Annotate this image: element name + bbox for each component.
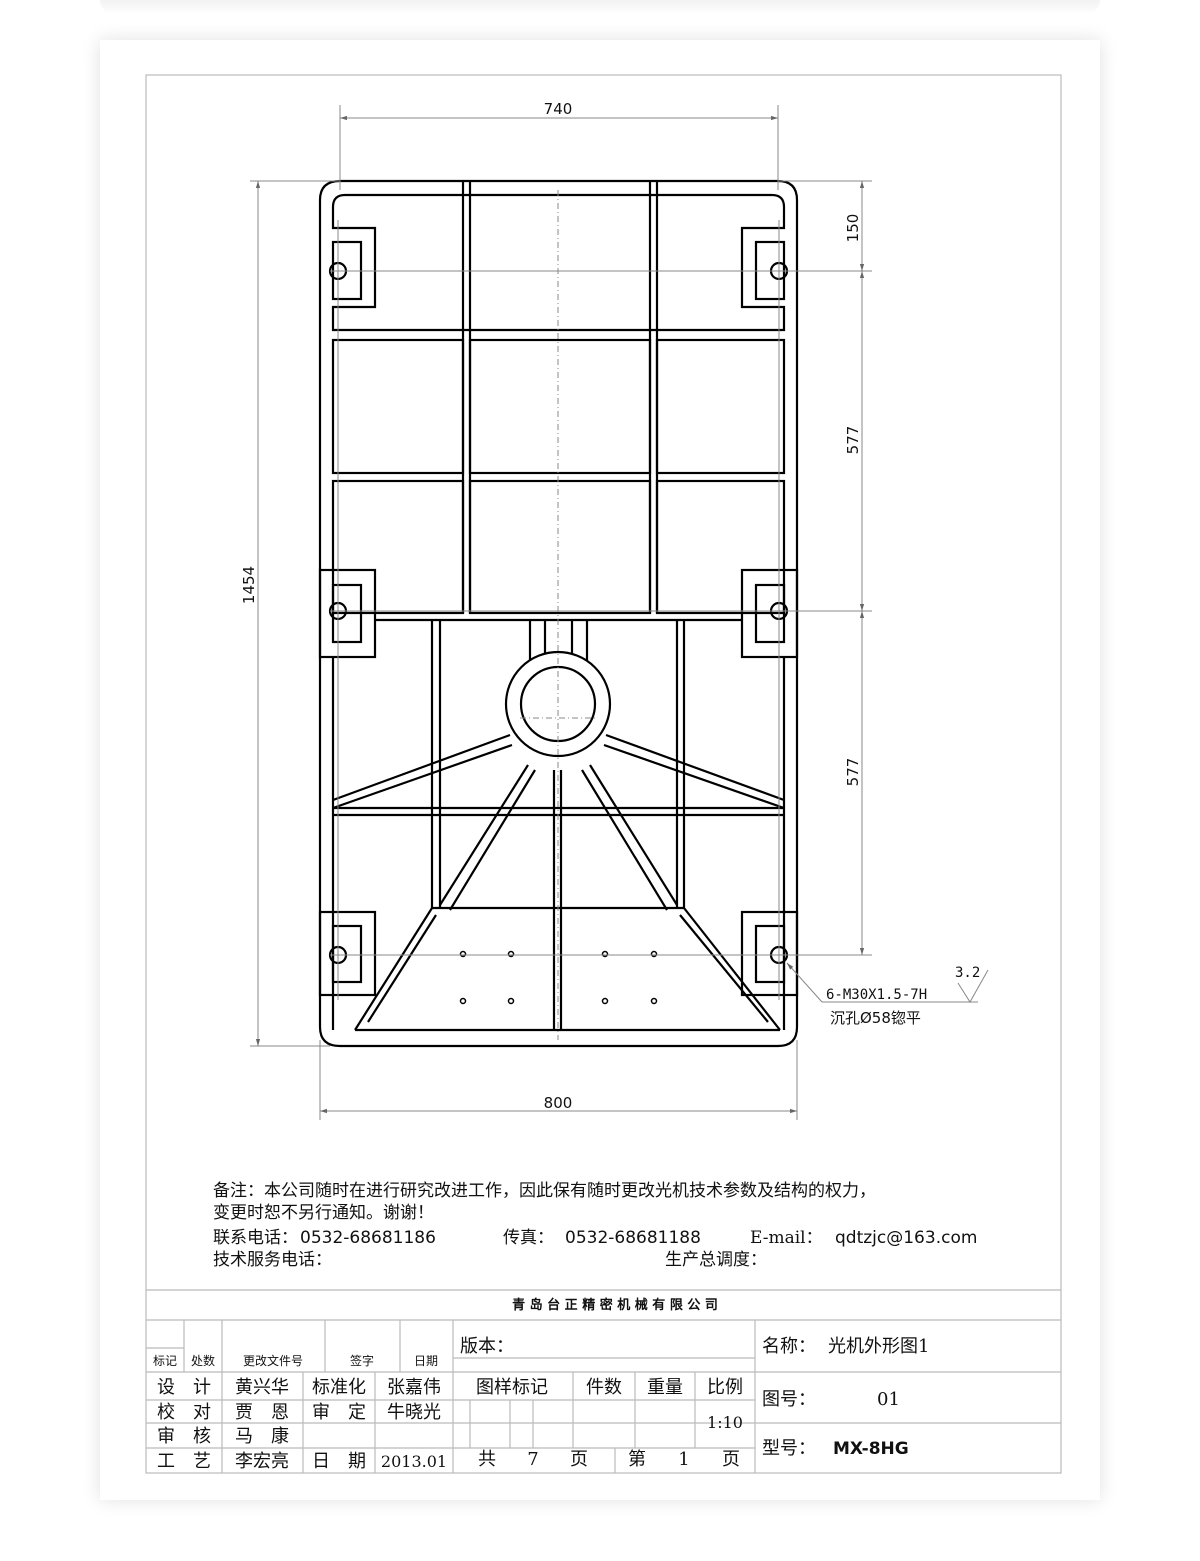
name-label: 名称： bbox=[762, 1336, 816, 1357]
dim-right-577-a: 577 bbox=[844, 426, 862, 455]
designer-name: 黄兴华 bbox=[235, 1377, 289, 1398]
date-label: 日 期 bbox=[312, 1451, 366, 1472]
thread-callout: 6-M30X1.5-7H bbox=[826, 987, 927, 1003]
note-line-1: 备注：本公司随时在进行研究改进工作，因此保有随时更改光机技术参数及结构的权力， bbox=[213, 1181, 876, 1201]
header-date: 日期 bbox=[414, 1354, 438, 1368]
role-proofread: 校 对 bbox=[157, 1402, 211, 1423]
version-label: 版本： bbox=[460, 1336, 514, 1357]
proofreader-name: 贾 恩 bbox=[235, 1402, 289, 1423]
role-review: 审 核 bbox=[157, 1426, 211, 1447]
service-phone-label: 技术服务电话： bbox=[213, 1250, 332, 1270]
counterbore-callout: 沉孔Ø58锪平 bbox=[830, 1009, 921, 1027]
title-block: 青 岛 台 正 精 密 机 械 有 限 公 司 标记 处数 更改文件号 签字 日… bbox=[146, 1289, 1061, 1473]
current-page-unit: 页 bbox=[722, 1449, 740, 1470]
role-design: 设 计 bbox=[157, 1377, 211, 1398]
role-approval: 审 定 bbox=[312, 1402, 366, 1423]
dim-top-width: 740 bbox=[544, 100, 573, 118]
total-pages-label: 共 bbox=[478, 1449, 496, 1470]
header-signature: 签字 bbox=[350, 1353, 374, 1368]
header-count: 处数 bbox=[191, 1353, 215, 1368]
top-shadow bbox=[100, 0, 1100, 14]
dim-bottom-width: 800 bbox=[544, 1094, 573, 1112]
notes: 备注：本公司随时在进行研究改进工作，因此保有随时更改光机技术参数及结构的权力， … bbox=[213, 1181, 977, 1270]
roughness-value: 3.2 bbox=[955, 965, 980, 981]
role-process: 工 艺 bbox=[157, 1451, 211, 1472]
header-drawing-mark: 图样标记 bbox=[476, 1377, 548, 1398]
drawing-number-label: 图号： bbox=[762, 1389, 816, 1410]
process-name: 李宏亮 bbox=[235, 1451, 289, 1472]
standardization-name: 张嘉伟 bbox=[387, 1377, 441, 1398]
total-pages: 7 bbox=[527, 1449, 538, 1470]
header-quantity: 件数 bbox=[586, 1377, 622, 1398]
dim-right-150: 150 bbox=[844, 214, 862, 243]
reviewer-name: 马 康 bbox=[235, 1426, 289, 1447]
current-page: 1 bbox=[678, 1449, 689, 1470]
company-name: 青 岛 台 正 精 密 机 械 有 限 公 司 bbox=[512, 1297, 718, 1313]
header-scale: 比例 bbox=[707, 1377, 743, 1398]
model-label: 型号： bbox=[762, 1438, 816, 1459]
approver-name: 牛晓光 bbox=[387, 1402, 441, 1423]
note-line-2: 变更时恕不另行通知。谢谢！ bbox=[213, 1203, 434, 1223]
header-change-doc: 更改文件号 bbox=[243, 1353, 303, 1368]
total-pages-unit: 页 bbox=[570, 1449, 588, 1470]
email-label: E-mail： bbox=[750, 1228, 823, 1248]
center-lines bbox=[520, 190, 598, 1040]
scale-value: 1:10 bbox=[707, 1413, 743, 1432]
dimension-lines bbox=[250, 105, 989, 1120]
header-mark: 标记 bbox=[153, 1354, 177, 1368]
drawing-number: 01 bbox=[877, 1389, 900, 1410]
drawing-sheet bbox=[100, 40, 1100, 1500]
model-number: MX-8HG bbox=[833, 1439, 909, 1459]
base-casting-plan-view bbox=[318, 179, 799, 1048]
fax-number: 0532-68681188 bbox=[565, 1228, 701, 1248]
fax-label: 传真： bbox=[503, 1228, 554, 1248]
current-page-label: 第 bbox=[628, 1449, 646, 1470]
dispatch-label: 生产总调度： bbox=[665, 1250, 767, 1270]
email-address: qdtzjc@163.com bbox=[835, 1228, 977, 1248]
phone-number: 0532-68681186 bbox=[300, 1228, 436, 1248]
role-standardization: 标准化 bbox=[312, 1377, 366, 1398]
dim-overall-length: 1454 bbox=[240, 566, 258, 604]
date-value: 2013.01 bbox=[381, 1452, 447, 1471]
drawing-frame bbox=[145, 74, 1062, 1474]
drawing-name: 光机外形图1 bbox=[828, 1336, 929, 1357]
dim-right-577-b: 577 bbox=[844, 758, 862, 787]
phone-label: 联系电话： bbox=[213, 1228, 298, 1248]
header-weight: 重量 bbox=[647, 1377, 683, 1398]
